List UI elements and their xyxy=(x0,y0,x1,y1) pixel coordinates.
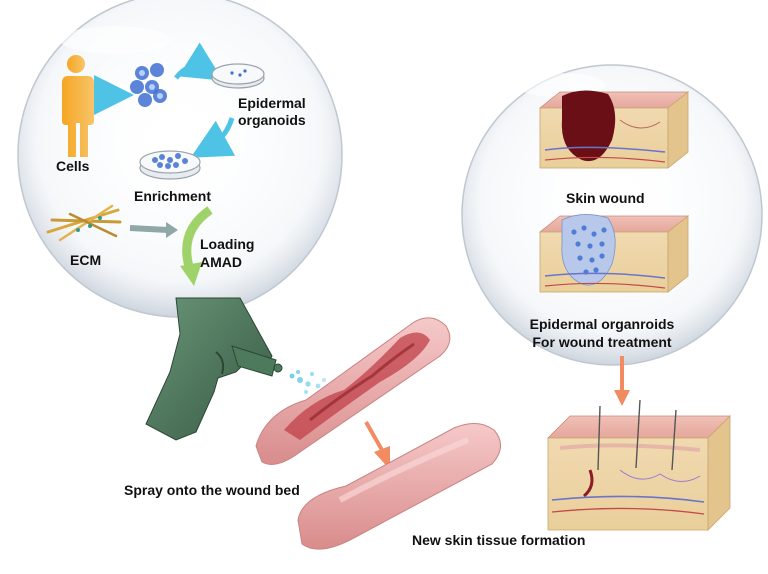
skin-wound-block-icon xyxy=(538,90,690,169)
human-figure-icon xyxy=(62,55,94,157)
treatment-block-icon xyxy=(538,214,690,293)
new-skin-block-icon xyxy=(547,399,731,531)
loading-label-line2: AMAD xyxy=(200,254,242,270)
enrichment-label: Enrichment xyxy=(134,188,212,204)
arrow-wound-to-new xyxy=(364,421,384,451)
spray-gun-icon xyxy=(145,297,283,441)
treatment-label-line2: For wound treatment xyxy=(532,334,672,350)
new-skin-tissue-icon xyxy=(297,423,501,550)
new-skin-label: New skin tissue formation xyxy=(412,532,586,548)
skin-wound-label: Skin wound xyxy=(566,190,645,206)
arrow-ecm-to-loading xyxy=(129,225,169,233)
ecm-label: ECM xyxy=(70,252,102,268)
spray-label: Spray onto the wound bed xyxy=(124,482,300,498)
wound-tissue-icon xyxy=(255,317,451,465)
cell-clusters-icon xyxy=(130,63,167,107)
arrow-clusters-to-dish xyxy=(174,42,223,81)
enrichment-dish-icon xyxy=(139,150,201,180)
treatment-label-line1: Epidermal organroids xyxy=(529,316,675,332)
arrow-treatment-to-new-skin-head xyxy=(614,390,630,406)
arrow-loading-green-head xyxy=(180,262,202,286)
arrow-ecm-head xyxy=(166,222,178,238)
loading-label-line1: Loading xyxy=(200,236,255,252)
organoids-label-line2: organoids xyxy=(238,112,306,128)
cells-label: Cells xyxy=(56,158,90,174)
arrow-dish-to-enrichment xyxy=(190,117,236,158)
arrow-loading-green xyxy=(182,206,213,272)
ecm-fibers-icon xyxy=(46,204,122,242)
petri-dish-icon xyxy=(211,63,265,89)
organoids-label-line1: Epidermal xyxy=(238,95,306,111)
